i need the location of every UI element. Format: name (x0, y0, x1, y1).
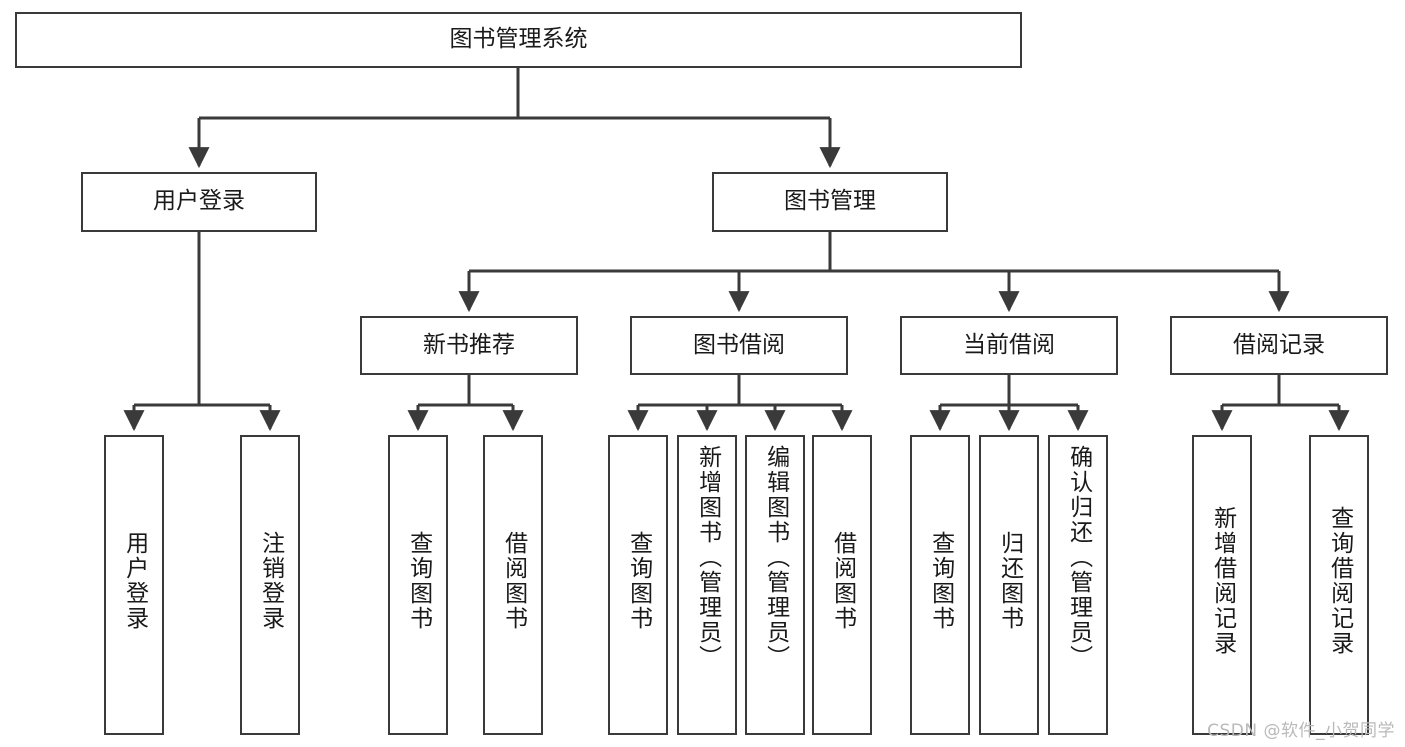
node-label: 用户登录 (153, 188, 245, 215)
node-label: 查询图书 (927, 531, 954, 631)
node-label: 图书借阅 (693, 331, 785, 358)
node-label: 借阅图书 (500, 531, 527, 631)
node-label: 归还图书 (996, 531, 1023, 631)
node-label: 查询图书 (405, 531, 432, 631)
node-label: 新增图书（管理员） (694, 445, 721, 670)
node-user-login[interactable]: 用户登录 (81, 172, 317, 232)
node-current-borrow[interactable]: 当前借阅 (900, 316, 1118, 375)
node-label: 查询图书 (625, 531, 652, 631)
node-root-system[interactable]: 图书管理系统 (15, 12, 1022, 68)
node-leaf-edit-book-admin[interactable]: 编辑图书（管理员） (745, 435, 805, 735)
node-book-management[interactable]: 图书管理 (712, 172, 948, 232)
node-label: 注销登录 (257, 531, 284, 631)
node-borrow-record[interactable]: 借阅记录 (1170, 316, 1388, 375)
node-label: 新书推荐 (423, 331, 515, 358)
node-label: 图书管理 (784, 188, 876, 215)
node-leaf-borrow-book[interactable]: 借阅图书 (812, 435, 872, 735)
node-leaf-confirm-return-admin[interactable]: 确认归还（管理员） (1048, 435, 1108, 735)
node-leaf-return-book[interactable]: 归还图书 (979, 435, 1039, 735)
node-leaf-query-book-current[interactable]: 查询图书 (910, 435, 970, 735)
node-leaf-query-book-borrow[interactable]: 查询图书 (608, 435, 668, 735)
node-leaf-query-borrow-record[interactable]: 查询借阅记录 (1309, 435, 1369, 735)
node-new-book-recommend[interactable]: 新书推荐 (360, 316, 578, 375)
node-label: 查询借阅记录 (1326, 506, 1353, 656)
node-label: 借阅图书 (829, 531, 856, 631)
node-leaf-add-borrow-record[interactable]: 新增借阅记录 (1192, 435, 1252, 735)
node-label: 新增借阅记录 (1209, 506, 1236, 656)
node-leaf-logout[interactable]: 注销登录 (240, 435, 300, 735)
node-label: 确认归还（管理员） (1065, 445, 1092, 670)
node-book-borrow[interactable]: 图书借阅 (630, 316, 848, 375)
node-leaf-user-login[interactable]: 用户登录 (104, 435, 164, 735)
node-label: 借阅记录 (1233, 331, 1325, 358)
node-label: 图书管理系统 (449, 26, 588, 53)
node-leaf-query-book-recommend[interactable]: 查询图书 (388, 435, 448, 735)
node-label: 编辑图书（管理员） (762, 445, 789, 670)
node-label: 用户登录 (121, 531, 148, 631)
node-leaf-add-book-admin[interactable]: 新增图书（管理员） (677, 435, 737, 735)
node-label: 当前借阅 (963, 331, 1055, 358)
node-leaf-borrow-book-recommend[interactable]: 借阅图书 (483, 435, 543, 735)
